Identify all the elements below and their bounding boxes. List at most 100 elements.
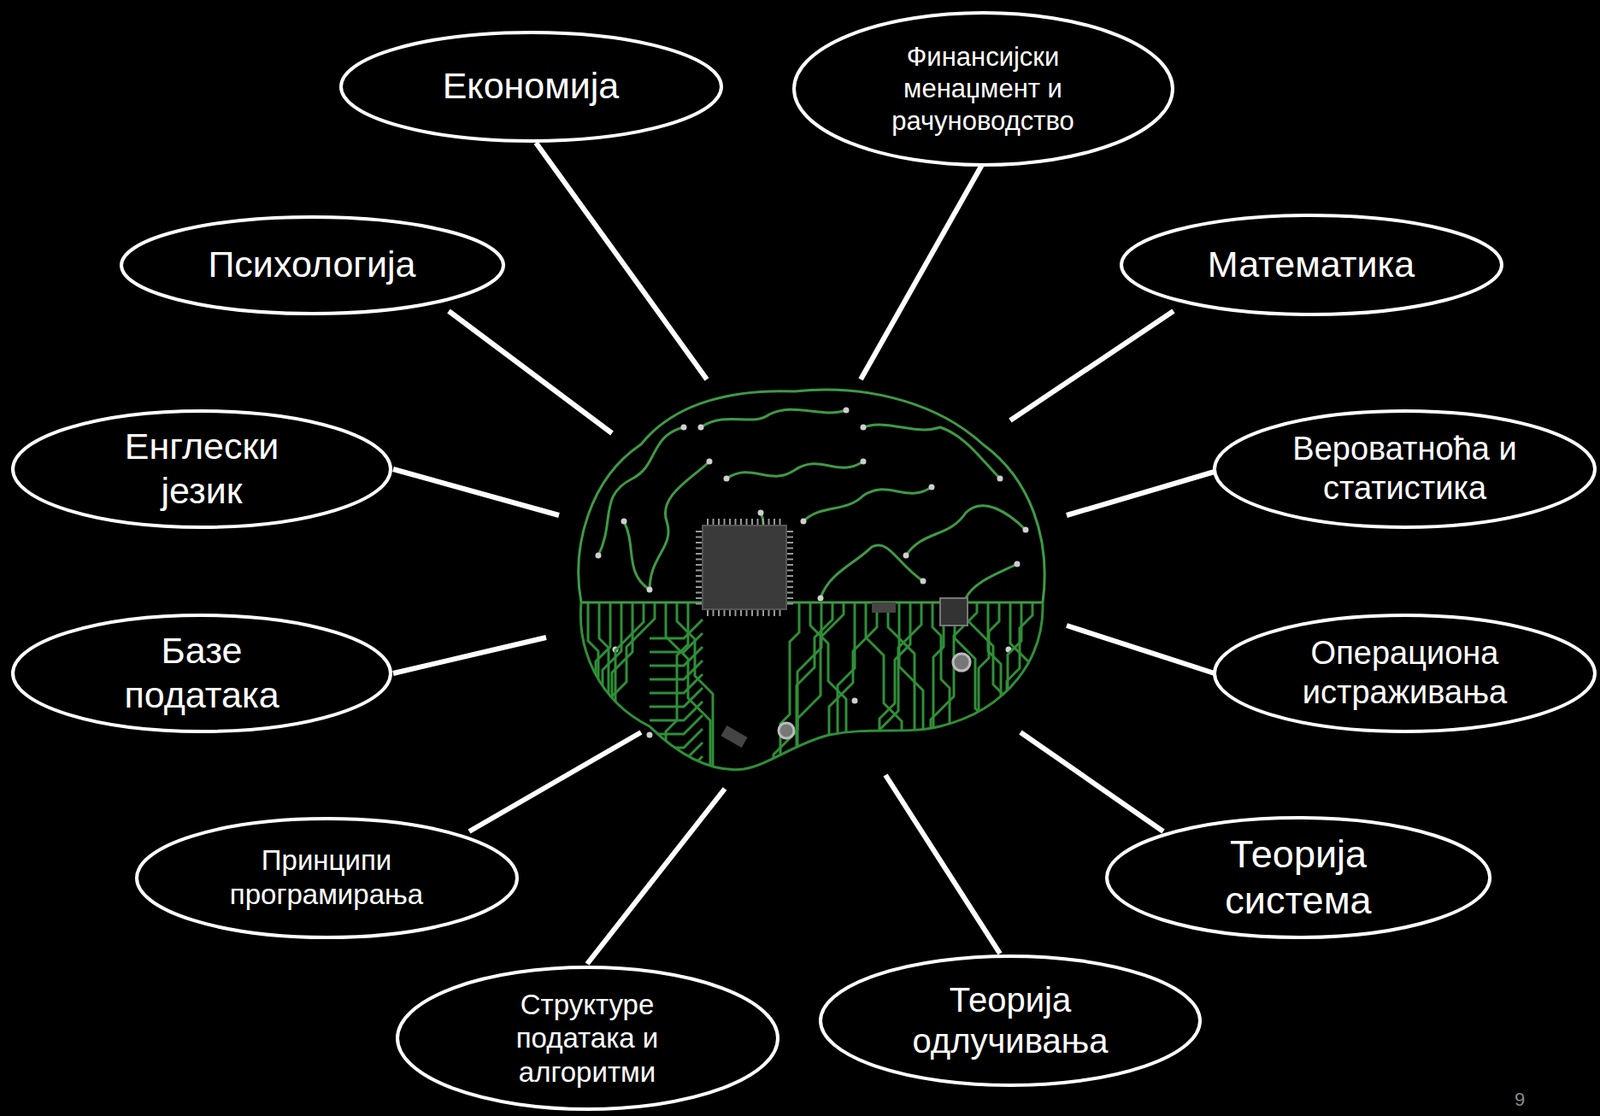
node-dot — [723, 476, 730, 483]
node-dot — [681, 424, 688, 431]
topic-text-group: Принципи програмирања — [222, 843, 432, 912]
ellipse-outline — [135, 817, 519, 940]
chip-pin — [779, 518, 782, 526]
topic-text-group: Вероватноћа и статистика — [1289, 429, 1521, 508]
topic-text-group: Операциона истраживања — [1289, 634, 1521, 712]
topic-ellipse: Структуре података и алгоритми — [395, 965, 780, 1112]
node-dot — [1014, 561, 1021, 568]
topic-label: Вероватноћа и статистика — [1289, 429, 1521, 508]
chip-pin — [786, 541, 794, 544]
circuit-trace — [649, 770, 703, 789]
ellipse-outline — [818, 954, 1202, 1088]
chip-pin — [729, 518, 731, 526]
topic-label: Психологија — [207, 242, 416, 288]
chip-pin — [786, 536, 794, 539]
chip-pin — [735, 518, 737, 526]
ellipse-outline — [1212, 613, 1597, 734]
circuit-trace — [875, 603, 922, 787]
circuit-trace — [1006, 603, 1033, 787]
circuit-trace — [649, 660, 703, 680]
topic-text-group: Теорија система — [1200, 831, 1397, 924]
circuit-trace — [649, 647, 703, 666]
circuit-traces — [581, 603, 1064, 789]
topic-text-group: Базе података — [111, 629, 292, 718]
chip-pins — [695, 518, 794, 617]
chip-pin — [786, 581, 794, 583]
node-dot — [920, 578, 927, 585]
leader-lines — [393, 142, 1215, 965]
topic-label: Математика — [1207, 242, 1415, 288]
chip-pin — [695, 558, 703, 561]
topic-ellipse: Теорија одлучивања — [818, 954, 1202, 1088]
topic-text-group: Психологија — [207, 242, 416, 288]
topic-text-group: Математика — [1207, 242, 1415, 288]
chip-pin — [695, 547, 703, 550]
chip-pin — [746, 609, 748, 617]
node-dot — [698, 424, 705, 431]
chip-pin — [695, 530, 703, 533]
chip-pin — [786, 564, 794, 566]
chip-pin — [729, 609, 731, 617]
node-dot — [860, 424, 867, 431]
chip-pin — [695, 541, 703, 544]
chip-pin — [773, 609, 776, 617]
node-dot — [800, 518, 807, 525]
node-dot — [997, 476, 1004, 483]
page-number: 9 — [1514, 1088, 1525, 1112]
chip-pin — [786, 603, 794, 606]
chip-pin — [695, 570, 703, 572]
circuit-trace — [665, 603, 689, 787]
circuit-trace — [994, 603, 1022, 787]
topic-text-group: Теорија одлучивања — [886, 979, 1135, 1062]
chip-pin — [762, 609, 765, 617]
chip-pin — [751, 518, 753, 526]
circuit-trace — [649, 674, 703, 694]
circuit-trace — [649, 715, 703, 735]
topic-label: Теорија одлучивања — [886, 979, 1135, 1062]
chip-pin — [786, 586, 794, 589]
chip-pin — [723, 518, 726, 526]
topic-text-group: Економија — [442, 64, 620, 109]
topic-label: Операциона истраживања — [1289, 634, 1521, 712]
circuit-trace — [649, 701, 703, 721]
node-dot — [621, 518, 628, 525]
circuit-trace — [649, 633, 703, 653]
circuit-trace — [649, 619, 703, 639]
node-dot — [903, 552, 910, 559]
topic-ellipse: Психологија — [119, 215, 506, 316]
node-dot — [852, 698, 859, 705]
chip-pin — [768, 609, 771, 617]
circuit-trace — [865, 603, 902, 787]
chip-pin — [695, 536, 703, 539]
chip-pin — [757, 609, 759, 617]
chip-pin — [735, 609, 737, 617]
circuit-trace — [665, 603, 711, 787]
small-chip — [940, 598, 968, 626]
chip-pin — [723, 609, 726, 617]
brain-lower-outline — [580, 602, 1043, 771]
topic-label: Енглески језик — [111, 424, 292, 513]
topic-ellipse: Базе података — [11, 613, 393, 734]
chip-pin — [706, 609, 709, 617]
chip-pin — [695, 603, 703, 606]
chip-pin — [786, 597, 794, 600]
topic-ellipse: Теорија система — [1105, 816, 1492, 940]
circuit-trace — [932, 603, 950, 787]
topic-text-group: Енглески језик — [111, 424, 292, 513]
chip-pin — [768, 518, 771, 526]
chip-pin — [717, 609, 720, 617]
chip-pin — [786, 547, 794, 550]
chip-pin — [757, 518, 759, 526]
chip-pin — [779, 609, 782, 617]
capacitor — [952, 653, 971, 671]
ellipse-outline — [1212, 409, 1597, 530]
chip-pin — [717, 518, 720, 526]
topic-label: Базе података — [111, 629, 292, 718]
circuit-trace — [965, 603, 1021, 787]
component — [871, 602, 896, 613]
circuit-trace — [581, 603, 611, 787]
node-dot — [817, 595, 824, 602]
node-dot — [758, 510, 765, 517]
circuit-trace — [598, 603, 655, 787]
